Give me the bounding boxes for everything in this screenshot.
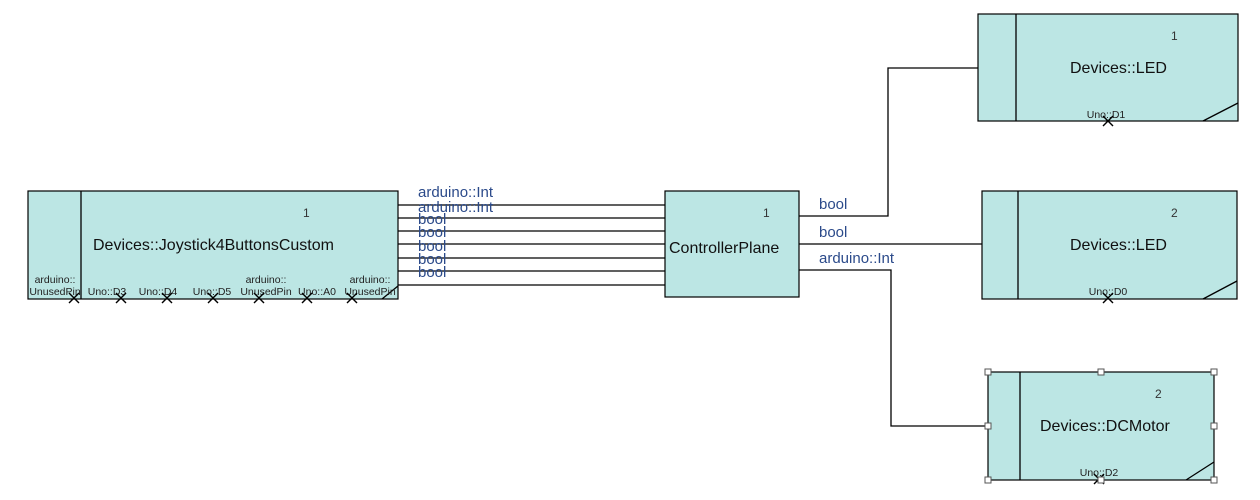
signal-label: bool xyxy=(418,264,446,281)
pin-marker-icon[interactable] xyxy=(1102,115,1114,127)
wire-controller-motor[interactable] xyxy=(799,269,988,427)
resize-handle[interactable] xyxy=(1210,476,1218,484)
pin-label: Uno::D4 xyxy=(139,286,178,298)
pin-label: arduino:: xyxy=(350,274,391,286)
pin-label: arduino:: xyxy=(35,274,76,286)
resize-handle[interactable] xyxy=(1097,368,1105,376)
pin-label: arduino:: xyxy=(246,274,287,286)
signal-label: arduino::Int xyxy=(418,184,494,201)
signal-label: bool xyxy=(819,196,847,213)
controller-block[interactable]: ControllerPlane 1 xyxy=(664,190,800,298)
block-name: Devices::LED xyxy=(1070,60,1167,77)
signal-label: arduino::Int xyxy=(819,250,895,267)
wire-controller-led1[interactable] xyxy=(799,67,978,217)
pin-label: Uno::D5 xyxy=(193,286,232,298)
joystick-controller-wires xyxy=(398,204,665,286)
pin-marker-icon[interactable] xyxy=(253,292,265,304)
pin-marker-icon[interactable] xyxy=(207,292,219,304)
pin-label: UnusedPin xyxy=(344,286,396,298)
resize-handle[interactable] xyxy=(984,422,992,430)
pin-label: Uno::A0 xyxy=(298,286,336,298)
block-name: Devices::Joystick4ButtonsCustom xyxy=(93,237,334,254)
resize-handle[interactable] xyxy=(984,476,992,484)
resize-handle[interactable] xyxy=(1210,422,1218,430)
signal-label: bool xyxy=(418,251,446,268)
pin-label: UnusedPin xyxy=(29,286,81,298)
pin-label: Uno::D3 xyxy=(88,286,127,298)
block-number: 2 xyxy=(1155,387,1162,401)
block-number: 2 xyxy=(1171,206,1178,220)
pin-marker-icon[interactable] xyxy=(1102,292,1114,304)
dcmotor-block[interactable]: Devices::DCMotor 2 Uno::D2 xyxy=(984,368,1218,485)
led1-block[interactable]: Devices::LED 1 Uno::D1 xyxy=(977,13,1239,127)
pin-marker-icon[interactable] xyxy=(161,292,173,304)
pin-marker-icon[interactable] xyxy=(68,292,80,304)
signal-label: bool xyxy=(418,238,446,255)
led2-block[interactable]: Devices::LED 2 Uno::D0 xyxy=(981,190,1238,304)
pin-marker-icon[interactable] xyxy=(301,292,313,304)
resize-handle[interactable] xyxy=(1097,476,1105,484)
pin-label: Uno::D2 xyxy=(1080,467,1119,479)
pin-marker-icon[interactable] xyxy=(346,292,358,304)
joystick-controller-signal-labels: arduino::Int arduino::Int bool bool bool… xyxy=(418,184,494,281)
joystick-block[interactable]: Devices::Joystick4ButtonsCustom 1 arduin… xyxy=(27,190,399,304)
pin-label: Uno::D0 xyxy=(1089,286,1128,298)
signal-label: bool xyxy=(418,211,446,228)
block-name: Devices::LED xyxy=(1070,237,1167,254)
resize-handle[interactable] xyxy=(1210,368,1218,376)
block-name: Devices::DCMotor xyxy=(1040,418,1170,435)
pin-marker-icon[interactable] xyxy=(115,292,127,304)
pin-label: Uno::D1 xyxy=(1087,109,1126,121)
selection-handles xyxy=(984,368,1218,484)
signal-label: arduino::Int xyxy=(418,199,494,216)
signal-label: bool xyxy=(418,224,446,241)
pin-label: UnusedPin xyxy=(240,286,292,298)
signal-label: bool xyxy=(819,224,847,241)
block-number: 1 xyxy=(303,206,310,220)
block-name: ControllerPlane xyxy=(669,240,779,257)
resize-handle[interactable] xyxy=(984,368,992,376)
block-number: 1 xyxy=(763,206,770,220)
block-number: 1 xyxy=(1171,29,1178,43)
